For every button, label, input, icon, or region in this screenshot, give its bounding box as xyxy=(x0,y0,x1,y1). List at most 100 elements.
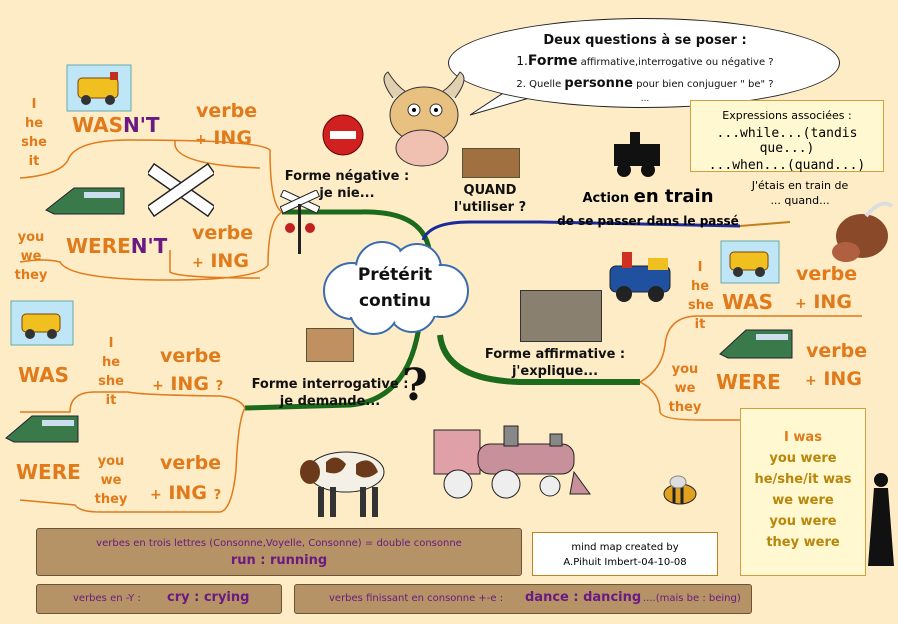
wasnt-nt: N'T xyxy=(123,113,160,137)
affirm-were: WERE xyxy=(716,370,781,394)
interr-verbe-2: verbe xyxy=(160,452,222,474)
y-example: cry : crying xyxy=(167,590,250,605)
affirmative-label: Forme affirmative : j'explique... xyxy=(480,346,630,380)
questions-bubble xyxy=(448,18,840,108)
credit-line2: A.Pihuit Imbert-04-10-08 xyxy=(563,557,687,568)
interrogative-label: Forme interrogative : je demande... xyxy=(250,376,410,410)
action-label: Action en train de se passer dans le pas… xyxy=(548,186,748,232)
pron-it: it xyxy=(28,154,40,169)
interr-verbe-1: verbe xyxy=(160,345,222,367)
pron-i: I xyxy=(31,97,37,112)
cartoon-cow-icon xyxy=(383,71,465,167)
quand-line2: l'utiliser ? xyxy=(453,200,527,215)
expressions-when: ...when...(quand...) xyxy=(708,158,866,173)
pron-they: they xyxy=(94,492,128,507)
affirmative-label1: Forme affirmative : xyxy=(484,347,626,362)
pron-it: it xyxy=(105,393,117,408)
neg-verbe-1: verbe xyxy=(196,100,258,122)
pron-we: we xyxy=(20,249,42,264)
businessmen-photo-icon xyxy=(520,290,602,342)
double-label: verbes en trois lettres (Consonne,Voyell… xyxy=(96,538,462,549)
werent-were: WERE xyxy=(66,234,131,258)
pron-you: you xyxy=(17,230,45,245)
pron-he: he xyxy=(101,355,121,370)
plus: + xyxy=(152,378,164,394)
steam-train-icon xyxy=(614,132,660,177)
e-label: verbes finissant en consonne +-e : xyxy=(329,593,504,604)
cartoon-train-icon xyxy=(66,64,132,112)
green-train-icon xyxy=(5,415,79,443)
plus: + xyxy=(192,255,204,271)
summary-item: you were xyxy=(769,451,837,466)
pron-she: she xyxy=(21,135,47,150)
big-question-mark: ? xyxy=(402,360,428,411)
werent-text: WEREN'T xyxy=(66,234,167,258)
example-line1: J'étais en train de xyxy=(751,179,849,192)
locomotive-icon xyxy=(433,425,591,499)
interrogative-label1: Forme interrogative : xyxy=(251,377,409,392)
summary-item: I was xyxy=(784,430,822,445)
werent-nt: N'T xyxy=(130,234,168,258)
y-verbs-box: verbes en -Y : cry : crying xyxy=(36,584,282,614)
green-train-icon xyxy=(45,187,125,215)
interr-was: WAS xyxy=(18,363,70,387)
summary-list: I was you were he/she/it was we were you… xyxy=(741,427,865,553)
pron-he: he xyxy=(24,116,44,131)
q2-number: 2. xyxy=(516,79,526,90)
affirm-ing-1: + ING xyxy=(795,291,852,313)
cow-icon xyxy=(300,451,385,517)
example-text: J'étais en train de ... quand... xyxy=(745,178,855,208)
y-label: verbes en -Y : xyxy=(73,593,141,604)
interr-were: WERE xyxy=(16,460,81,484)
branch-interrogative xyxy=(244,319,423,411)
questions-text: Deux questions à se poser : 1.Forme affi… xyxy=(470,30,820,104)
ing: ING xyxy=(210,250,249,272)
q1-strong: Forme xyxy=(527,53,578,69)
branch-affirmative xyxy=(437,334,640,385)
example-line2: ... quand... xyxy=(770,194,830,207)
ing: ING xyxy=(213,127,252,149)
double-example: run : running xyxy=(230,553,328,568)
branch-quand xyxy=(421,220,741,241)
negative-label1: Forme négative : xyxy=(284,169,410,184)
neg-ing-1: + ING xyxy=(195,127,252,149)
q1-rest: affirmative,interrogative ou négative ? xyxy=(577,57,774,68)
ing: ING xyxy=(813,291,852,313)
negative-label2: je nie... xyxy=(319,186,375,201)
cartoon-train-icon xyxy=(10,300,74,346)
wasnt-was: WAS xyxy=(72,113,124,137)
action-pre: Action xyxy=(582,191,634,206)
neg-ing-2: + ING xyxy=(192,250,249,272)
q1-number: 1. xyxy=(516,54,528,68)
negative-pronouns-2: you we they xyxy=(14,228,48,285)
pron-you: you xyxy=(97,454,125,469)
plus: + xyxy=(195,132,207,148)
center-title: Prétérit continu xyxy=(340,262,450,314)
double-consonant-box: verbes en trois lettres (Consonne,Voyell… xyxy=(36,528,522,576)
handshake-photo-icon xyxy=(462,148,520,178)
interr-pronouns-2: you we they xyxy=(94,452,128,509)
summary-item: he/she/it was xyxy=(754,472,852,487)
neg-verbe-2: verbe xyxy=(192,222,254,244)
affirm-pronouns-1: I he she it xyxy=(688,258,714,334)
affirm-verbe-1: verbe xyxy=(796,263,858,285)
crossing-signal-icon xyxy=(280,190,320,254)
small-q: ? xyxy=(213,488,222,503)
action-line2: de se passer dans le passé xyxy=(557,214,739,228)
plus: + xyxy=(805,373,817,389)
e-verbs-box: verbes finissant en consonne +-e : dance… xyxy=(294,584,752,614)
pron-they: they xyxy=(668,400,702,415)
center-line2: continu xyxy=(358,291,432,311)
credit-line1: mind map created by xyxy=(571,542,679,553)
green-train-icon xyxy=(719,329,793,359)
action-strong: en train xyxy=(633,186,714,207)
negative-pronouns-1: I he she it xyxy=(20,95,48,171)
plus: + xyxy=(150,487,162,503)
interr-pronouns-1: I he she it xyxy=(98,334,124,410)
pron-you: you xyxy=(671,362,699,377)
quand-line1: QUAND xyxy=(463,183,517,198)
negative-label: Forme négative : je nie... xyxy=(282,168,412,202)
woman-silhouette-icon xyxy=(868,473,894,566)
interr-ing-2: + ING ? xyxy=(150,482,221,504)
